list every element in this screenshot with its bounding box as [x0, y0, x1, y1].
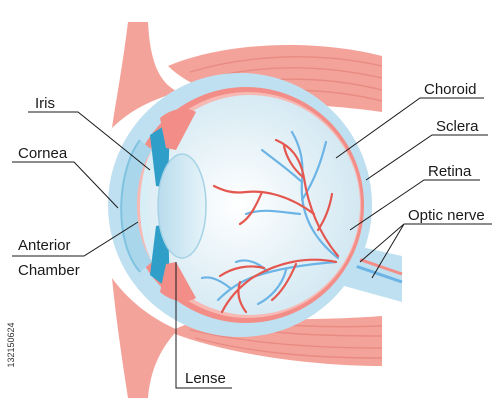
leader-choroid: [335, 97, 484, 159]
upper-eyelid: [112, 22, 178, 128]
label-anterior-chamber-line1: Anterior: [18, 237, 71, 254]
label-cornea: Cornea: [18, 145, 68, 162]
retinal-veins: [200, 130, 340, 306]
leader-optic-nerve-b: [371, 223, 405, 279]
stock-id: 132150624: [6, 322, 16, 368]
leader-sclera: [365, 134, 488, 181]
cornea: [121, 140, 152, 272]
lens: [157, 153, 207, 259]
label-anterior-chamber-line2: Chamber: [18, 262, 80, 279]
retinal-arteries: [212, 138, 340, 314]
anterior-chamber: [140, 150, 158, 262]
leader-anterior-chamber: [12, 221, 139, 257]
leader-iris: [28, 111, 151, 171]
ciliary-body-lower: [160, 262, 196, 302]
label-choroid: Choroid: [424, 81, 477, 98]
label-sclera: Sclera: [436, 118, 479, 135]
leader-cornea: [12, 161, 119, 209]
lower-eyelid: [112, 278, 178, 398]
ciliary-body-upper: [160, 108, 196, 150]
label-iris: Iris: [35, 95, 55, 112]
leader-retina: [349, 179, 480, 231]
label-lense: Lense: [185, 370, 226, 387]
label-retina: Retina: [428, 163, 472, 180]
leader-optic-nerve-a: [359, 223, 405, 263]
label-optic-nerve: Optic nerve: [408, 207, 485, 224]
leader-lense: [175, 262, 232, 389]
